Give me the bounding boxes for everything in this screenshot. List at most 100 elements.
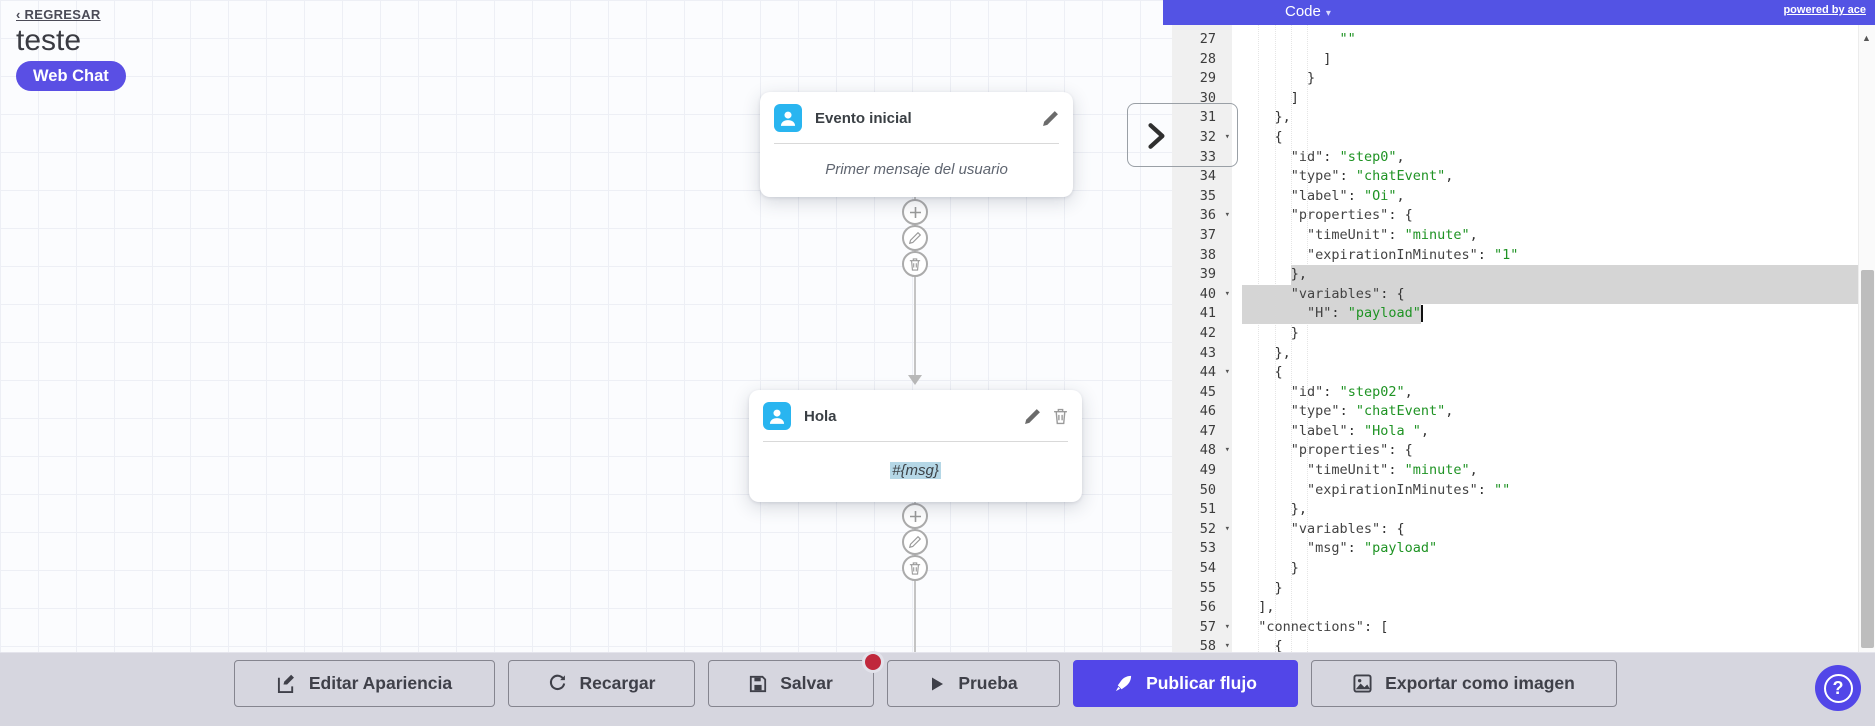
code-line: }, xyxy=(1242,265,1875,285)
line-number: 49 xyxy=(1199,462,1216,479)
play-icon xyxy=(932,677,944,690)
line-number: 41 xyxy=(1199,305,1216,322)
code-line: "msg": "payload" xyxy=(1307,540,1438,557)
code-line: { xyxy=(1274,364,1283,381)
fold-toggle-icon[interactable]: ▾ xyxy=(1224,445,1230,456)
edit-node-icon[interactable] xyxy=(1042,110,1059,127)
code-line: ] xyxy=(1323,50,1332,67)
fold-toggle-icon[interactable]: ▾ xyxy=(1224,621,1230,632)
code-mode-dropdown[interactable]: Code▾ xyxy=(1285,3,1331,20)
line-number: 31 xyxy=(1199,109,1216,126)
divider xyxy=(774,143,1059,144)
code-line: } xyxy=(1290,324,1299,341)
scrollbar-thumb[interactable] xyxy=(1861,270,1874,648)
node-title: Hola xyxy=(804,407,837,425)
line-number: 55 xyxy=(1199,579,1216,596)
channel-badge: Web Chat xyxy=(16,61,126,91)
code-line: "type": "chatEvent", xyxy=(1290,403,1454,420)
line-number: 53 xyxy=(1199,540,1216,557)
button-label: Editar Apariencia xyxy=(308,673,453,693)
powered-by-ace-link[interactable]: powered by ace xyxy=(1783,4,1866,16)
code-line: "properties": { xyxy=(1290,207,1413,224)
pencil-icon xyxy=(909,536,921,548)
scroll-up-icon[interactable]: ▲ xyxy=(1862,33,1871,43)
button-label: Prueba xyxy=(958,673,1018,693)
code-line: } xyxy=(1307,70,1316,87)
reload-button[interactable]: Recargar xyxy=(508,660,695,707)
code-line: { xyxy=(1274,128,1283,145)
trash-icon xyxy=(909,561,921,575)
line-number: 50 xyxy=(1199,481,1216,498)
code-line: "properties": { xyxy=(1290,442,1413,459)
fold-toggle-icon[interactable]: ▾ xyxy=(1224,641,1230,652)
node-body-text: Primer mensaje del usuario xyxy=(825,160,1008,178)
line-number: 39 xyxy=(1199,266,1216,283)
code-panel-header: Code▾ powered by ace xyxy=(1163,0,1875,25)
line-number: 34 xyxy=(1199,168,1216,185)
chevron-down-icon: ▾ xyxy=(1325,8,1331,19)
save-icon xyxy=(750,675,767,692)
code-line: "connections": [ xyxy=(1258,618,1389,635)
button-label: Salvar xyxy=(780,673,833,693)
line-number: 51 xyxy=(1199,501,1216,518)
connector-arrow-icon xyxy=(908,375,922,385)
user-icon xyxy=(763,402,791,430)
code-line: "timeUnit": "minute", xyxy=(1307,226,1478,243)
user-icon xyxy=(774,104,802,132)
question-mark-icon: ? xyxy=(1823,673,1853,703)
line-number: 27 xyxy=(1199,31,1216,47)
plus-icon xyxy=(909,510,921,522)
code-line: "type": "chatEvent", xyxy=(1290,168,1454,185)
code-line: "variables": { xyxy=(1290,520,1405,537)
node-hola[interactable]: Hola #{msg} xyxy=(749,390,1082,502)
connector-edit-button[interactable] xyxy=(902,225,928,251)
delete-node-icon[interactable] xyxy=(1053,408,1068,425)
connector-delete-button[interactable] xyxy=(902,555,928,581)
pencil-icon xyxy=(909,232,921,244)
variable-chip: #{msg} xyxy=(890,461,941,479)
fold-toggle-icon[interactable]: ▾ xyxy=(1224,288,1230,299)
button-label: Exportar como imagen xyxy=(1385,673,1575,693)
editor-content[interactable]: "" ] } ] }, { "id": "step0", "type": "ch… xyxy=(1232,25,1875,652)
button-label: Recargar xyxy=(579,673,656,693)
connector-add-button[interactable] xyxy=(902,199,928,225)
fold-toggle-icon[interactable]: ▾ xyxy=(1224,367,1230,378)
help-button[interactable]: ? xyxy=(1815,665,1861,711)
code-line: { xyxy=(1274,638,1283,652)
edit-node-icon[interactable] xyxy=(1024,408,1041,425)
save-button[interactable]: Salvar xyxy=(708,660,874,707)
code-line: "label": "Oi", xyxy=(1290,187,1405,204)
line-number: 44▾ xyxy=(1172,363,1232,383)
line-number: 57▾ xyxy=(1172,618,1232,638)
fold-toggle-icon[interactable]: ▾ xyxy=(1224,210,1230,221)
line-number: 56 xyxy=(1199,599,1216,616)
line-number: 38 xyxy=(1199,246,1216,263)
edit-appearance-button[interactable]: Editar Apariencia xyxy=(234,660,495,707)
code-line: } xyxy=(1290,560,1299,577)
collapse-panel-button[interactable] xyxy=(1127,103,1238,167)
chevron-right-icon xyxy=(1148,123,1165,149)
line-number: 45 xyxy=(1199,383,1216,400)
code-line: "variables": { xyxy=(1242,284,1875,305)
line-number: 37 xyxy=(1199,226,1216,243)
node-body-text: #{msg} xyxy=(749,442,1082,498)
test-button[interactable]: Prueba xyxy=(887,660,1060,707)
code-line: "expirationInMinutes": "1" xyxy=(1307,246,1519,263)
code-line: ], xyxy=(1258,599,1275,616)
fold-toggle-icon[interactable]: ▾ xyxy=(1224,131,1230,142)
publish-flow-button[interactable]: Publicar flujo xyxy=(1073,660,1298,707)
code-line: "" xyxy=(1339,31,1356,47)
connector-edit-button[interactable] xyxy=(902,529,928,555)
export-image-button[interactable]: Exportar como imagen xyxy=(1311,660,1617,707)
code-line: "timeUnit": "minute", xyxy=(1307,462,1478,479)
fold-toggle-icon[interactable]: ▾ xyxy=(1224,523,1230,534)
flow-canvas[interactable]: ‹ REGRESAR teste Web Chat xyxy=(0,0,1172,652)
editor-scrollbar[interactable]: ▲ xyxy=(1858,25,1875,652)
code-line: "label": "Hola ", xyxy=(1290,422,1429,439)
back-link[interactable]: ‹ REGRESAR xyxy=(16,7,101,22)
connector-delete-button[interactable] xyxy=(902,251,928,277)
node-evento-inicial[interactable]: Evento inicial Primer mensaje del usuari… xyxy=(760,92,1073,197)
connector-add-button[interactable] xyxy=(902,503,928,529)
